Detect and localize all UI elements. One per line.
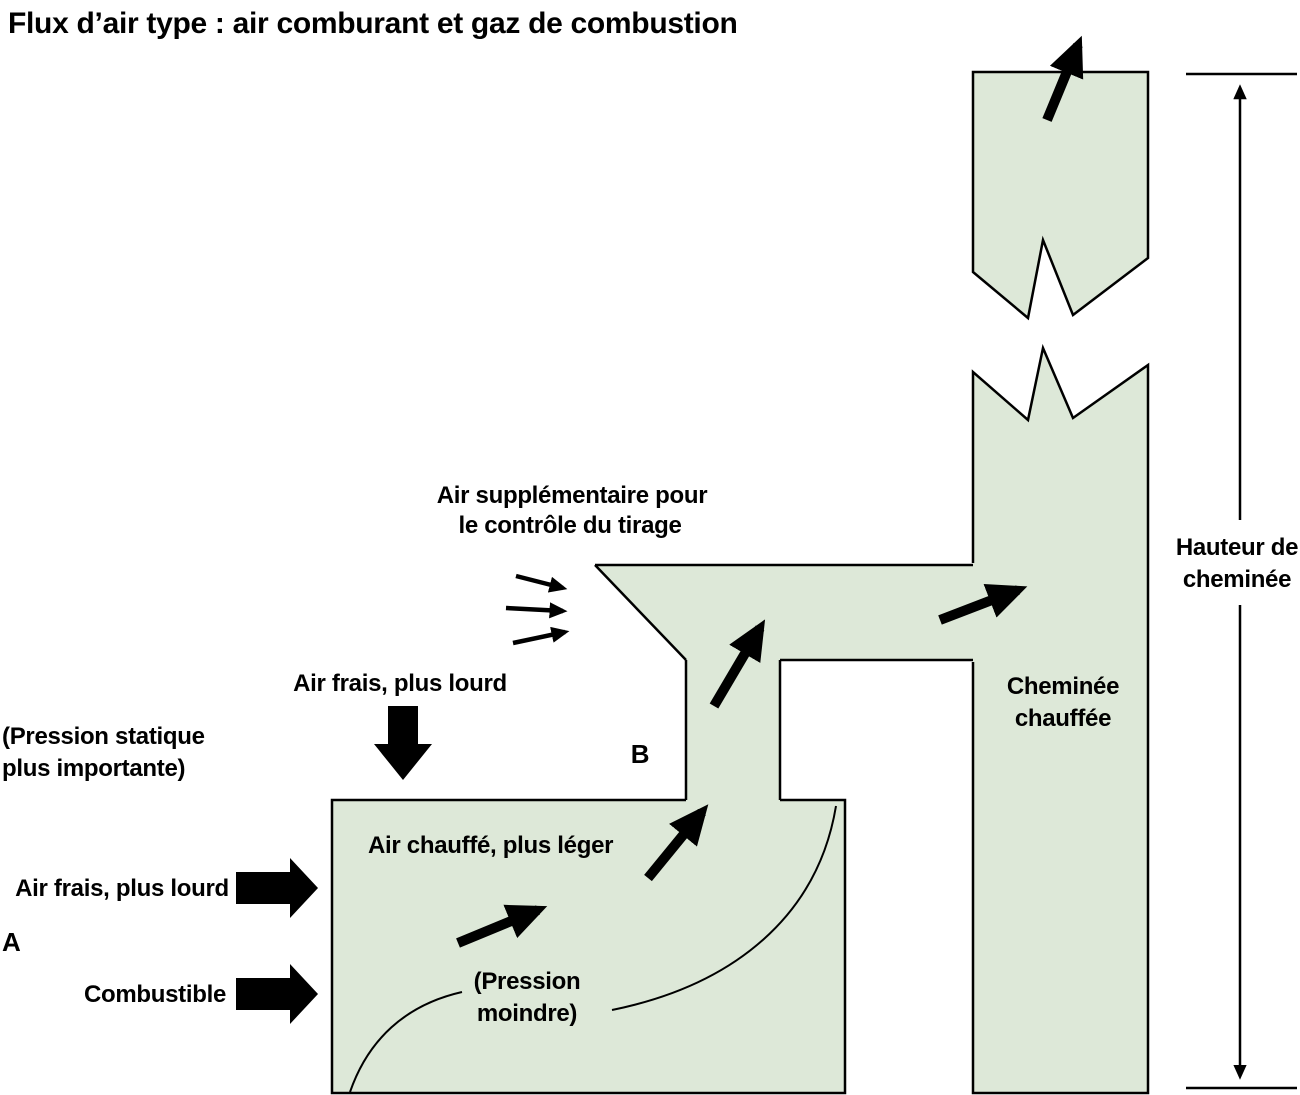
fuel-right-arrow-icon <box>236 964 318 1024</box>
diagram-title: Flux d’air type : air comburant et gaz d… <box>8 7 738 40</box>
flow-curve-large <box>611 805 837 1011</box>
draft-hood-duct-fill <box>595 565 975 660</box>
label-cheminee-chauffee-line2: chauffée <box>1015 705 1111 732</box>
dilution-air-arrow-bottom-icon <box>512 626 570 646</box>
draft-hood-duct <box>594 563 975 662</box>
label-hauteur-cheminee-line1: Hauteur de <box>1176 534 1298 561</box>
label-pression-moindre-line2: moindre) <box>477 1000 577 1027</box>
box-flow-arrow-lower-icon <box>456 904 548 948</box>
appliance-box-outline <box>330 798 847 1095</box>
label-cheminee-chauffee-line1: Cheminée <box>1007 673 1119 700</box>
box-flow-arrow-upper-icon <box>644 804 709 882</box>
label-point-b: B <box>631 739 649 769</box>
label-air-supplementaire-line1: Air supplémentaire pour <box>437 482 707 509</box>
label-air-frais-haut: Air frais, plus lourd <box>293 670 507 697</box>
dilution-air-arrow-middle-icon <box>505 602 568 619</box>
label-hauteur-cheminee-line2: cheminée <box>1183 566 1291 593</box>
chimney-lower-section <box>971 343 1150 1095</box>
connector-duct-sides <box>684 660 782 800</box>
label-pression-statique-line2: plus importante) <box>2 755 185 782</box>
chimney-lower-outline <box>971 343 1150 1095</box>
fresh-air-down-arrow-icon <box>374 706 432 780</box>
flue-exit-arrow-icon <box>1042 35 1084 122</box>
appliance-box-fill <box>332 800 845 1093</box>
chimney-upper-outline <box>971 70 1150 321</box>
draft-hood-duct-outline <box>594 563 973 662</box>
chimney-height-dimension <box>1186 72 1297 1090</box>
connector-flow-arrow-icon <box>709 619 766 709</box>
label-pression-statique-line1: (Pression statique <box>2 723 205 750</box>
dilution-air-arrow-top-icon <box>515 573 568 593</box>
appliance-box <box>330 798 847 1095</box>
label-air-supplementaire-line2: le contrôle du tirage <box>458 512 681 539</box>
chimney-upper-section <box>971 70 1150 321</box>
fresh-air-right-arrow-icon <box>236 858 318 918</box>
label-pression-moindre-line1: (Pression <box>474 968 581 995</box>
label-air-frais-gauche: Air frais, plus lourd <box>15 875 229 902</box>
label-point-a: A <box>2 927 21 957</box>
duct-flow-arrow-icon <box>938 583 1028 625</box>
label-combustible: Combustible <box>84 981 226 1008</box>
chimney-upper-fill <box>973 72 1148 318</box>
label-air-chauffe: Air chauffé, plus léger <box>368 832 613 859</box>
flow-curve-small <box>349 991 463 1093</box>
chimney-lower-fill <box>973 348 1148 1093</box>
